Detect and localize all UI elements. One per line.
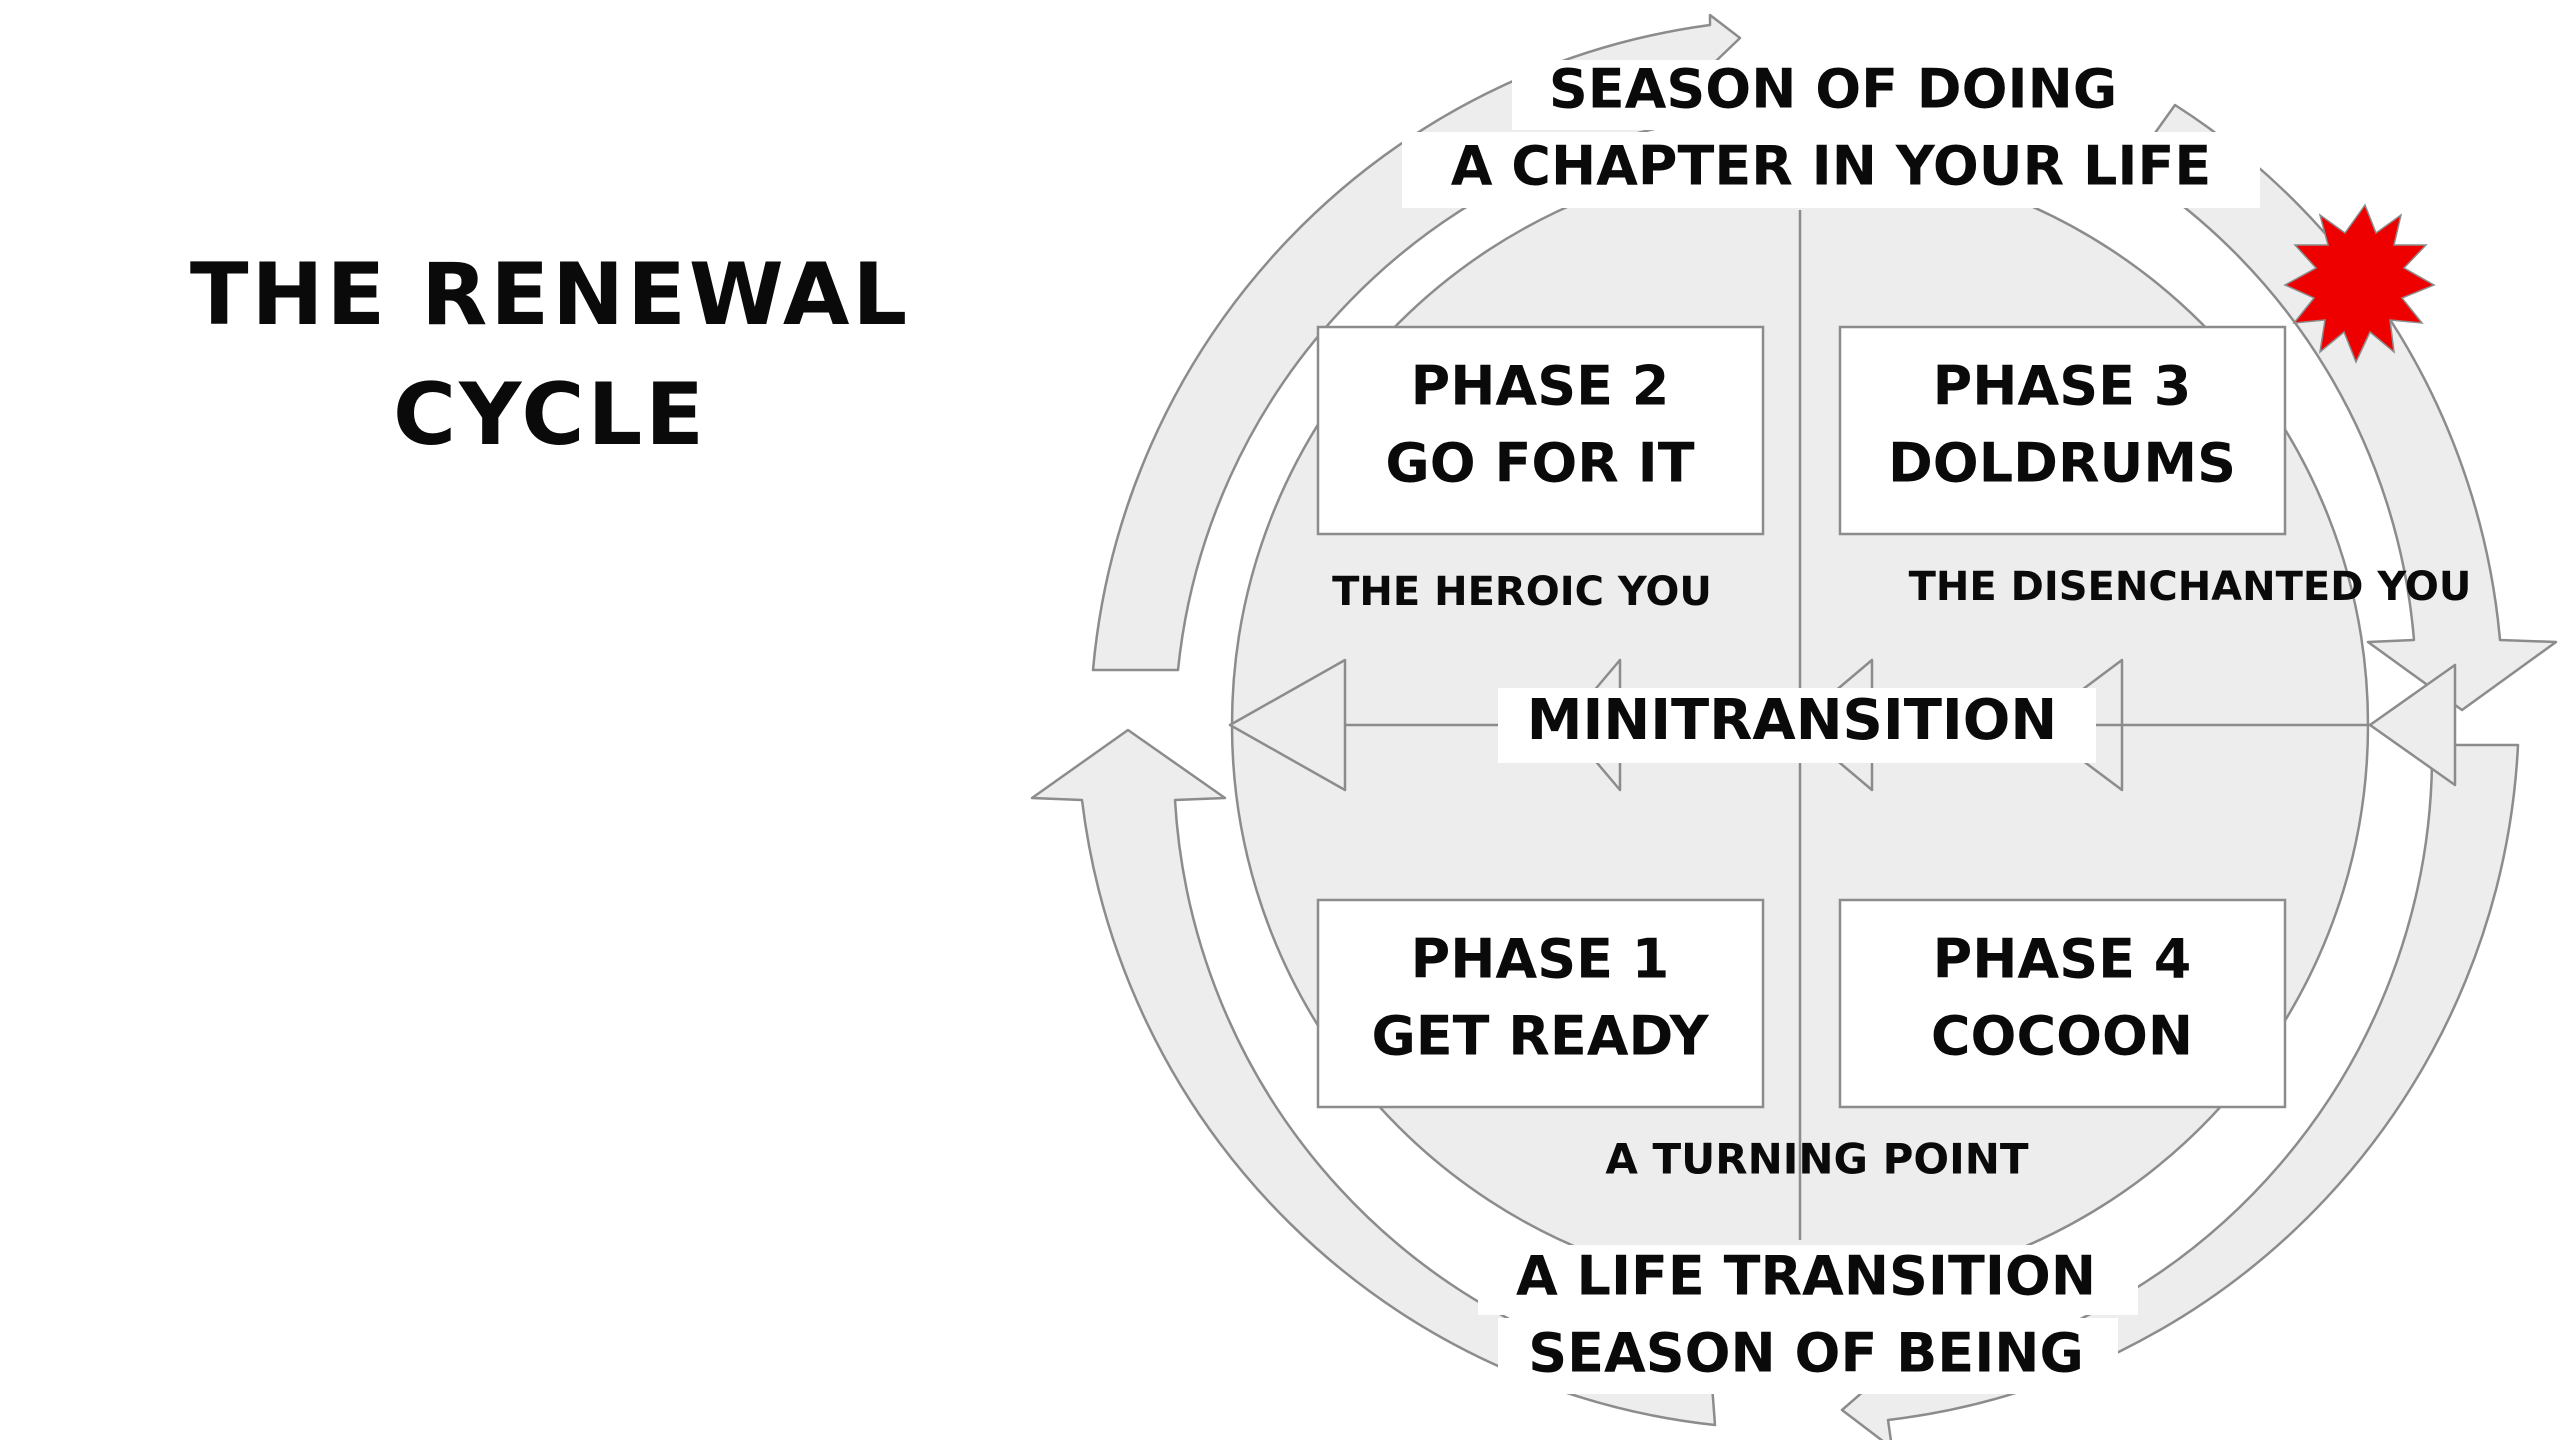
- bottom-label-bg-1: [1478, 1245, 2138, 1315]
- phase-1-box: [1316, 898, 1765, 1109]
- phase-1-subtitle: GET READY: [1371, 1005, 1709, 1068]
- phase-2-subtitle: GO FOR IT: [1385, 432, 1694, 495]
- minitransition-bg: [1498, 688, 2096, 763]
- disenchanted-label: THE DISENCHANTED YOU: [1909, 564, 2472, 610]
- phase-3-box: [1838, 325, 2287, 536]
- phase-4-title: PHASE 4: [1933, 928, 2192, 991]
- diagram-title: THE RENEWAL CYCLE: [120, 235, 980, 475]
- phase-2-title: PHASE 2: [1411, 355, 1670, 418]
- turning-point-label: A TURNING POINT: [1605, 1135, 2029, 1184]
- phase-4-subtitle: COCOON: [1931, 1005, 2193, 1068]
- minitransition-label: MINITRANSITION: [1527, 688, 2057, 753]
- title-line-2: CYCLE: [393, 365, 707, 465]
- top-label-bg-1: [1512, 60, 2140, 130]
- bottom-label-line-2: SEASON OF BEING: [1528, 1322, 2084, 1385]
- title-line-1: THE RENEWAL: [189, 245, 911, 345]
- heroic-label: THE HEROIC YOU: [1332, 569, 1712, 615]
- cycle-arrow-lower-left: [1030, 728, 1717, 1427]
- red-burst-icon: [2283, 203, 2436, 364]
- phase-4-box: [1838, 898, 2287, 1109]
- mini-arrow-far-right: [2368, 663, 2457, 787]
- bottom-label-line-1: A LIFE TRANSITION: [1516, 1245, 2096, 1308]
- top-label-bg-2: [1402, 132, 2260, 208]
- cycle-arrow-lower-right: [1840, 743, 2520, 1440]
- phase-2-box: [1316, 325, 1765, 536]
- top-label-line-2: A CHAPTER IN YOUR LIFE: [1451, 135, 2212, 198]
- phase-1-title: PHASE 1: [1411, 928, 1670, 991]
- phase-3-subtitle: DOLDRUMS: [1888, 432, 2236, 495]
- top-label-line-1: SEASON OF DOING: [1549, 58, 2117, 121]
- phase-3-title: PHASE 3: [1933, 355, 2192, 418]
- bottom-label-bg-2: [1498, 1318, 2118, 1394]
